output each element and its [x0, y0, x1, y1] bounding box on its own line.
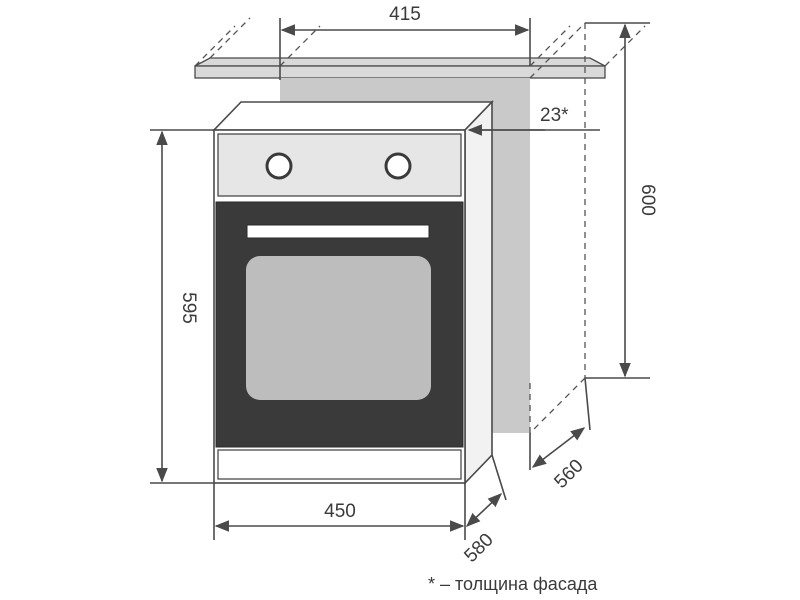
niche-depth-label: 560: [550, 455, 587, 492]
dimension-oven-width: 450: [213, 483, 466, 540]
dimension-niche-depth: 560: [529, 377, 591, 493]
knob-right-icon: [384, 152, 412, 180]
bottom-drawer: [217, 449, 462, 480]
dimension-niche-width: 415: [279, 4, 531, 80]
door-handle-icon: [246, 224, 430, 239]
oven-depth-label: 580: [460, 529, 497, 566]
door-window: [246, 256, 431, 400]
oven: [212, 100, 494, 485]
dimension-oven-height: 595: [150, 129, 214, 484]
footnote: * – толщина фасада: [428, 574, 598, 594]
countertop: [194, 57, 606, 79]
oven-height-label: 595: [178, 292, 199, 324]
facade-thickness-label: 23*: [540, 105, 569, 126]
oven-top-face: [212, 101, 494, 131]
countertop-top: [194, 57, 606, 67]
dimension-niche-height: 600: [585, 22, 658, 379]
oven-width-label: 450: [324, 501, 356, 522]
dimension-facade-thickness: 23*: [467, 105, 600, 136]
niche-width-label: 415: [389, 4, 421, 25]
oven-side-face: [464, 100, 493, 485]
countertop-front: [194, 65, 606, 79]
niche-height-label: 600: [637, 184, 658, 216]
knob-left-icon: [265, 152, 293, 180]
control-panel: [217, 133, 462, 197]
